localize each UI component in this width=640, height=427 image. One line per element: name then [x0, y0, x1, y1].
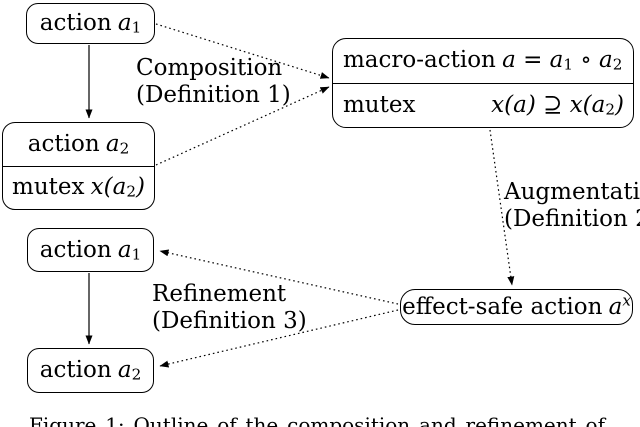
subscript: 1	[563, 55, 574, 74]
subscript: 2	[126, 182, 136, 201]
edge-label-augmentation: Augmentation (Definition 2)	[504, 179, 640, 233]
edge-label-line: Refinement	[152, 281, 287, 307]
subscript: 2	[612, 55, 623, 74]
superscript: x	[622, 291, 631, 310]
subscript: 1	[131, 18, 142, 37]
edge-label-line: Composition	[136, 55, 283, 81]
subscript: 2	[605, 100, 616, 119]
subscript: 1	[131, 245, 142, 264]
mutex-label: mutex	[343, 91, 416, 118]
edge-label-composition: Composition (Definition 1)	[136, 55, 291, 109]
node-row-mutex-macro: mutex x(a) ⊇ x(a2)	[333, 82, 633, 128]
subscript: 2	[119, 139, 130, 158]
mutex-constraint: x(a) ⊇ x(a2)	[491, 91, 624, 119]
edge-label-line: Augmentation	[504, 179, 640, 205]
figure-caption: Figure 1: Outline of the composition and…	[29, 413, 605, 427]
edge-label-line: (Definition 3)	[152, 308, 307, 334]
subscript: 2	[131, 365, 142, 384]
edge-label-line: (Definition 2)	[504, 206, 640, 232]
edge-label-refinement: Refinement (Definition 3)	[152, 281, 307, 335]
edge-label-line: (Definition 1)	[136, 82, 291, 108]
